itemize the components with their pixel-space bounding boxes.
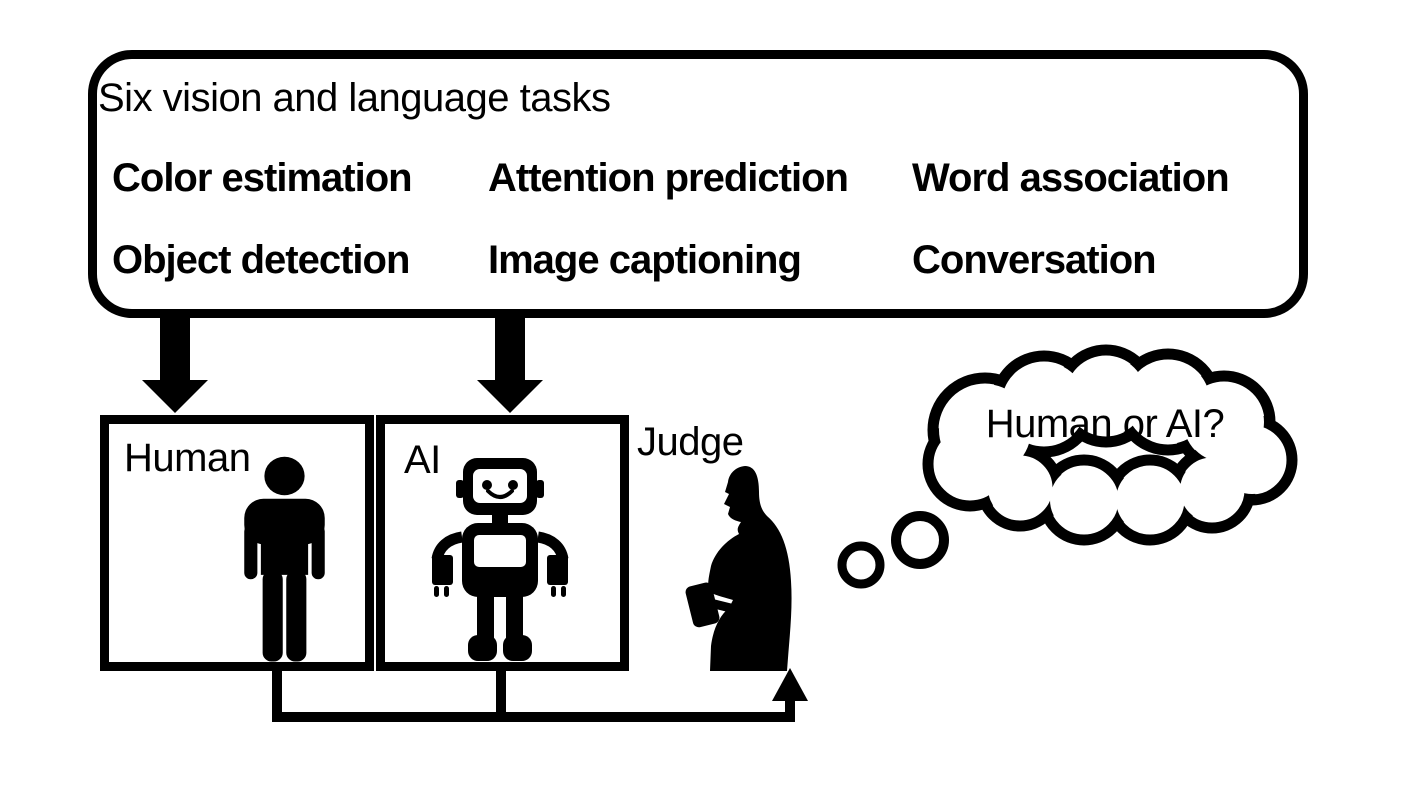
task-attention-prediction: Attention prediction	[488, 156, 849, 200]
task-color-estimation: Color estimation	[112, 156, 413, 200]
judge-icon	[685, 466, 792, 671]
down-arrow-icon	[142, 312, 208, 413]
task-word-association: Word association	[912, 156, 1230, 200]
task-image-captioning: Image captioning	[488, 238, 802, 282]
human-box-label: Human	[124, 436, 251, 480]
down-arrow-icon	[477, 312, 543, 413]
human-box: Human	[100, 415, 374, 671]
thought-bubble-icon	[922, 344, 1298, 546]
feedback-arrow	[272, 662, 795, 722]
judge-silhouette	[708, 466, 792, 671]
thought-bubble-trail-icon	[837, 511, 949, 589]
feedback-arrowhead	[772, 668, 808, 701]
judge-label: Judge	[637, 420, 744, 464]
robot-icon	[431, 458, 569, 661]
person-icon	[244, 456, 325, 662]
tasks-panel	[88, 50, 1308, 318]
task-conversation: Conversation	[912, 238, 1157, 282]
ai-box-label: AI	[404, 438, 441, 482]
thought-text: Human or AI?	[985, 402, 1225, 446]
task-object-detection: Object detection	[112, 238, 410, 282]
tasks-panel-title: Six vision and language tasks	[98, 76, 611, 120]
